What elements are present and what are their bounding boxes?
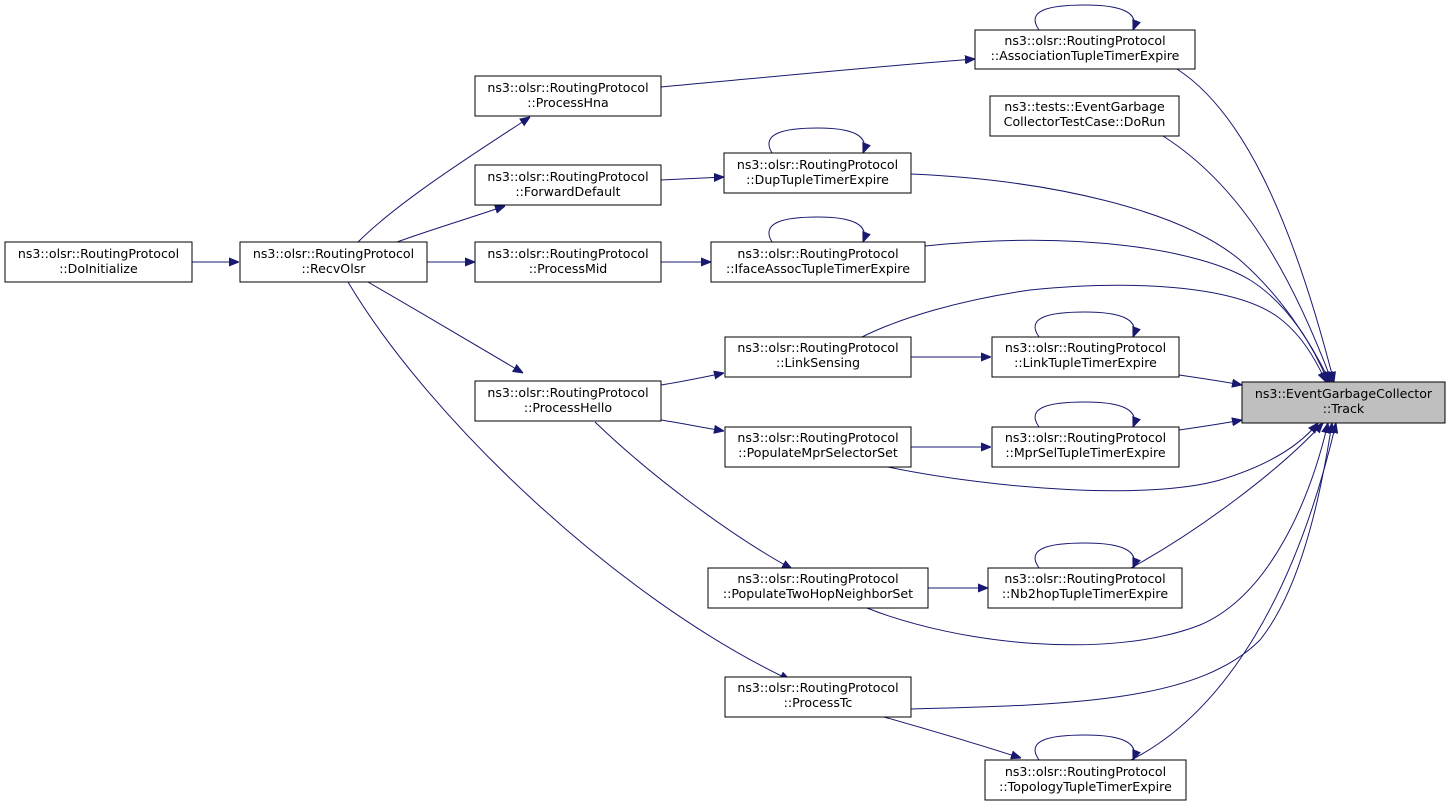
edge-linksensing-track [861, 284, 1326, 382]
node-processhna-line2: ::ProcessHna [527, 95, 608, 110]
node-dorun-line1: ns3::tests::EventGarbage [1004, 99, 1165, 114]
node-recvolsr-line1: ns3::olsr::RoutingProtocol [253, 246, 414, 261]
edge-assoc-self [1034, 4, 1134, 30]
edge-processhna-assoc [660, 59, 975, 88]
node-dorun[interactable]: ns3::tests::EventGarbage CollectorTestCa… [989, 95, 1180, 137]
edge-populatempr-track [887, 423, 1318, 492]
edge-processtc-topology [883, 716, 1021, 758]
edge-mprsel-track [1178, 420, 1242, 431]
node-processmid-line1: ns3::olsr::RoutingProtocol [487, 246, 648, 261]
node-processtc[interactable]: ns3::olsr::RoutingProtocol ::ProcessTc [724, 676, 912, 718]
node-iface-line1: ns3::olsr::RoutingProtocol [737, 246, 898, 261]
edge-processhello-populatempr [660, 419, 724, 431]
node-linksensing-line2: ::LinkSensing [776, 355, 860, 370]
edge-processhello-linksensing [660, 373, 724, 386]
node-linktuple-line1: ns3::olsr::RoutingProtocol [1005, 340, 1166, 355]
node-forwarddefault[interactable]: ns3::olsr::RoutingProtocol ::ForwardDefa… [474, 164, 662, 206]
edge-dorun-track [1162, 135, 1332, 382]
node-processtc-line1: ns3::olsr::RoutingProtocol [737, 680, 898, 695]
node-linktuple[interactable]: ns3::olsr::RoutingProtocol ::LinkTupleTi… [991, 336, 1180, 378]
node-processhna[interactable]: ns3::olsr::RoutingProtocol ::ProcessHna [474, 75, 662, 117]
node-processtc-line2: ::ProcessTc [784, 695, 853, 710]
node-doinit[interactable]: ns3::olsr::RoutingProtocol ::DoInitializ… [4, 241, 193, 283]
edge-mprsel-self [1034, 401, 1134, 427]
node-dup-line1: ns3::olsr::RoutingProtocol [737, 157, 898, 172]
edge-nb2hop-self [1034, 542, 1134, 568]
node-assoc[interactable]: ns3::olsr::RoutingProtocol ::Association… [974, 29, 1196, 70]
node-recvolsr[interactable]: ns3::olsr::RoutingProtocol ::RecvOlsr [239, 241, 428, 283]
node-track-line2: ::Track [1323, 401, 1365, 416]
node-track[interactable]: ns3::EventGarbageCollector ::Track [1241, 381, 1446, 424]
edge-recvolsr-processhello [367, 281, 523, 373]
node-doinit-line1: ns3::olsr::RoutingProtocol [18, 246, 179, 261]
edge-linktuple-self [1034, 311, 1134, 337]
edge-iface-track [924, 239, 1328, 382]
node-topology-line1: ns3::olsr::RoutingProtocol [1005, 764, 1166, 779]
node-populatempr-line1: ns3::olsr::RoutingProtocol [737, 430, 898, 445]
node-forwarddefault-line2: ::ForwardDefault [515, 184, 620, 199]
node-processhna-line1: ns3::olsr::RoutingProtocol [487, 80, 648, 95]
node-forwarddefault-line1: ns3::olsr::RoutingProtocol [487, 169, 648, 184]
node-populatempr-line2: ::PopulateMprSelectorSet [738, 445, 898, 460]
node-topology[interactable]: ns3::olsr::RoutingProtocol ::TopologyTup… [984, 759, 1187, 801]
node-linksensing-line1: ns3::olsr::RoutingProtocol [737, 340, 898, 355]
edge-forwarddefault-dup [660, 177, 724, 180]
node-processhello[interactable]: ns3::olsr::RoutingProtocol ::ProcessHell… [474, 380, 662, 422]
node-populatetwohop-line1: ns3::olsr::RoutingProtocol [737, 571, 898, 586]
edge-populatetwohop-track [866, 423, 1328, 646]
edges [192, 4, 1336, 761]
edge-assoc-track [1176, 68, 1334, 382]
node-dorun-line2: CollectorTestCase::DoRun [1004, 114, 1166, 129]
edge-recvolsr-processtc [347, 281, 790, 680]
edge-dup-self [768, 127, 865, 153]
node-iface-line2: ::IfaceAssocTupleTimerExpire [726, 261, 910, 276]
edge-recvolsr-forwarddefault [396, 206, 505, 243]
node-processmid-line2: ::ProcessMid [529, 261, 608, 276]
node-linktuple-line2: ::LinkTupleTimerExpire [1014, 355, 1157, 370]
node-processhello-line2: ::ProcessHello [524, 400, 612, 415]
node-populatempr[interactable]: ns3::olsr::RoutingProtocol ::PopulateMpr… [724, 426, 912, 468]
node-assoc-line2: ::AssociationTupleTimerExpire [991, 48, 1180, 63]
edge-processhello-populatetwohop [594, 421, 792, 569]
node-mprsel-line1: ns3::olsr::RoutingProtocol [1005, 430, 1166, 445]
edge-recvolsr-processhna [357, 117, 530, 243]
node-nb2hop[interactable]: ns3::olsr::RoutingProtocol ::Nb2hopTuple… [987, 567, 1183, 609]
edge-iface-self [768, 216, 865, 242]
node-nb2hop-line1: ns3::olsr::RoutingProtocol [1004, 571, 1165, 586]
node-mprsel[interactable]: ns3::olsr::RoutingProtocol ::MprSelTuple… [991, 426, 1180, 468]
edge-topology-self [1034, 734, 1134, 760]
node-track-line1: ns3::EventGarbageCollector [1255, 386, 1433, 401]
node-nb2hop-line2: ::Nb2hopTupleTimerExpire [1002, 586, 1168, 601]
node-linksensing[interactable]: ns3::olsr::RoutingProtocol ::LinkSensing [724, 336, 912, 378]
edge-linktuple-track [1178, 374, 1242, 385]
node-populatetwohop[interactable]: ns3::olsr::RoutingProtocol ::PopulateTwo… [707, 567, 929, 609]
node-processhello-line1: ns3::olsr::RoutingProtocol [487, 385, 648, 400]
edge-topology-track [1130, 423, 1336, 761]
node-doinit-line2: ::DoInitialize [59, 261, 138, 276]
edge-processtc-track [910, 423, 1332, 710]
node-iface[interactable]: ns3::olsr::RoutingProtocol ::IfaceAssocT… [710, 241, 926, 283]
node-topology-line2: ::TopologyTupleTimerExpire [999, 779, 1172, 794]
node-assoc-line1: ns3::olsr::RoutingProtocol [1004, 33, 1165, 48]
node-dup-line2: ::DupTupleTimerExpire [746, 172, 889, 187]
nodes: ns3::EventGarbageCollector ::Track ns3::… [4, 29, 1446, 801]
node-processmid[interactable]: ns3::olsr::RoutingProtocol ::ProcessMid [474, 241, 662, 283]
node-populatetwohop-line2: ::PopulateTwoHopNeighborSet [723, 586, 913, 601]
node-mprsel-line2: ::MprSelTupleTimerExpire [1005, 445, 1166, 460]
node-recvolsr-line2: ::RecvOlsr [302, 261, 367, 276]
node-dup[interactable]: ns3::olsr::RoutingProtocol ::DupTupleTim… [723, 152, 912, 194]
edge-nb2hop-track [1130, 423, 1323, 569]
